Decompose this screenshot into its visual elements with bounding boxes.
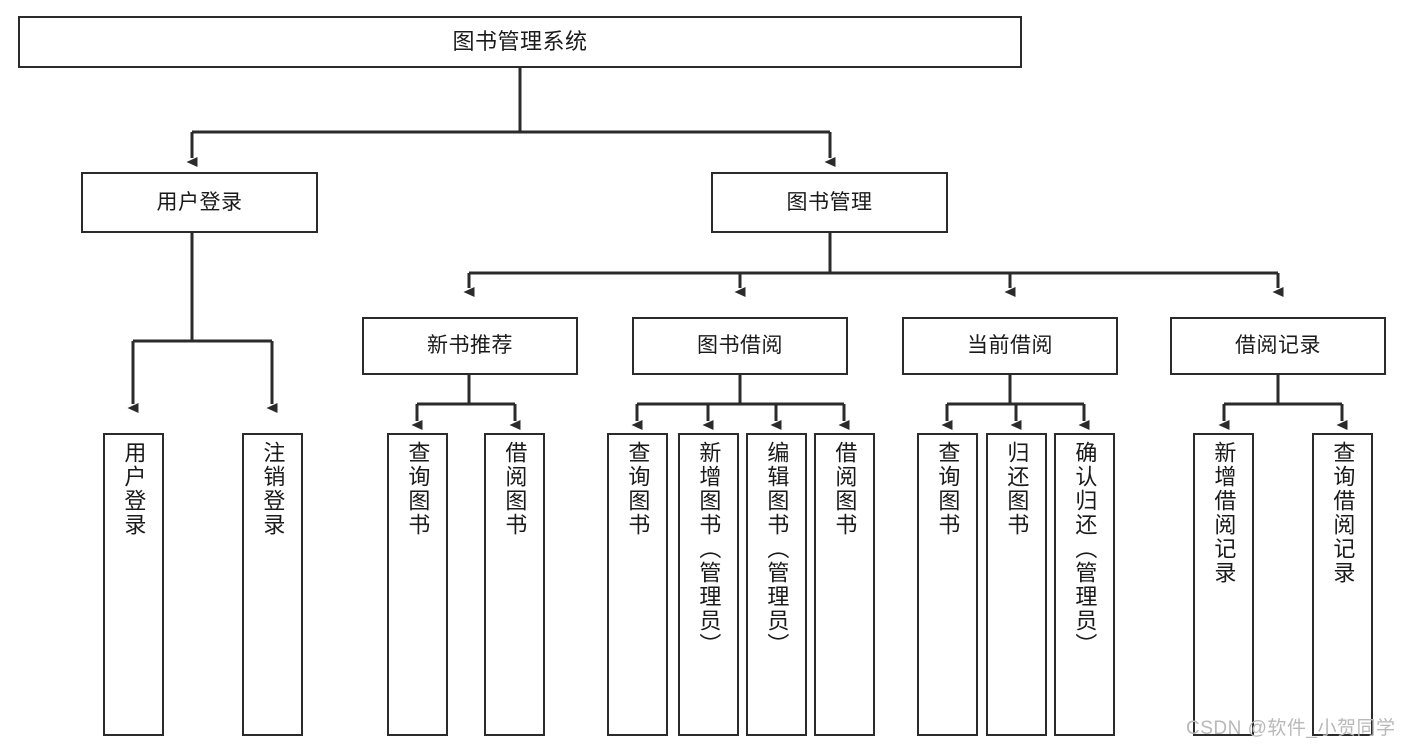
node-leaf-edit-book[interactable]: 编辑图书（管理员） xyxy=(746,433,807,736)
node-leaf-return-book-label: 归还图书 xyxy=(1004,441,1030,537)
node-leaf-add-record-label: 新增借阅记录 xyxy=(1211,441,1237,585)
node-leaf-query-book-3-label: 查询图书 xyxy=(935,441,961,537)
node-leaf-return-book[interactable]: 归还图书 xyxy=(986,433,1047,736)
node-book-borrow[interactable]: 图书借阅 xyxy=(632,317,848,375)
node-new-book-recommend-label: 新书推荐 xyxy=(427,334,513,358)
node-leaf-edit-book-label: 编辑图书（管理员） xyxy=(764,441,790,657)
node-root-label: 图书管理系统 xyxy=(452,28,588,54)
node-leaf-query-book-2-label: 查询图书 xyxy=(625,441,651,537)
node-leaf-query-record[interactable]: 查询借阅记录 xyxy=(1312,433,1373,736)
node-current-borrow[interactable]: 当前借阅 xyxy=(902,317,1118,375)
node-book-borrow-label: 图书借阅 xyxy=(697,334,783,358)
node-leaf-borrow-book-2-label: 借阅图书 xyxy=(832,441,858,537)
node-leaf-user-logout-label: 注销登录 xyxy=(260,441,286,537)
node-leaf-user-login[interactable]: 用户登录 xyxy=(103,433,164,736)
node-leaf-add-book[interactable]: 新增图书（管理员） xyxy=(678,433,739,736)
node-leaf-add-book-label: 新增图书（管理员） xyxy=(696,441,722,657)
node-leaf-borrow-book-2[interactable]: 借阅图书 xyxy=(814,433,875,736)
node-leaf-query-book-3[interactable]: 查询图书 xyxy=(917,433,978,736)
node-leaf-query-book-2[interactable]: 查询图书 xyxy=(607,433,668,736)
node-leaf-user-logout[interactable]: 注销登录 xyxy=(242,433,303,736)
node-leaf-confirm-return-label: 确认归还（管理员） xyxy=(1072,441,1098,657)
node-leaf-borrow-book-1[interactable]: 借阅图书 xyxy=(484,433,545,736)
node-leaf-add-record[interactable]: 新增借阅记录 xyxy=(1193,433,1254,736)
node-borrow-record[interactable]: 借阅记录 xyxy=(1170,317,1386,375)
node-leaf-query-record-label: 查询借阅记录 xyxy=(1330,441,1356,585)
node-leaf-query-book-1[interactable]: 查询图书 xyxy=(387,433,448,736)
node-book-management[interactable]: 图书管理 xyxy=(711,172,948,233)
node-book-management-label: 图书管理 xyxy=(786,190,873,214)
node-borrow-record-label: 借阅记录 xyxy=(1235,334,1321,358)
node-current-borrow-label: 当前借阅 xyxy=(967,334,1053,358)
node-root[interactable]: 图书管理系统 xyxy=(18,16,1022,68)
node-new-book-recommend[interactable]: 新书推荐 xyxy=(362,317,578,375)
node-leaf-confirm-return[interactable]: 确认归还（管理员） xyxy=(1054,433,1115,736)
node-leaf-query-book-1-label: 查询图书 xyxy=(405,441,431,537)
watermark-text: CSDN @软件_小贺同学 xyxy=(1186,718,1396,739)
node-user-login-label: 用户登录 xyxy=(156,190,243,214)
node-user-login[interactable]: 用户登录 xyxy=(81,172,318,233)
node-leaf-user-login-label: 用户登录 xyxy=(121,441,147,537)
node-leaf-borrow-book-1-label: 借阅图书 xyxy=(502,441,528,537)
